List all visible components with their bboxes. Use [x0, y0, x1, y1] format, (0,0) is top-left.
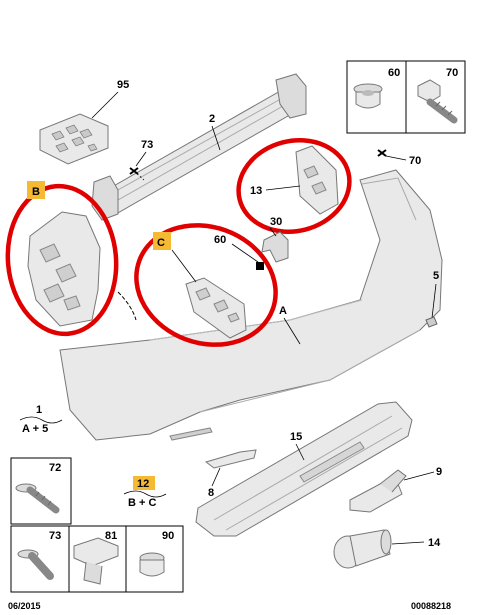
bracket-9 [349, 469, 407, 513]
callout-73: 73 [141, 139, 153, 151]
callout-13: 13 [250, 185, 262, 197]
fastener-72-label: 72 [49, 462, 61, 474]
nut-60-icon [353, 83, 383, 109]
highlight-ring-B [5, 183, 119, 337]
nut-90-box-icon [139, 552, 165, 577]
svg-text:B + C: B + C [128, 497, 156, 509]
part-5-icon [425, 316, 438, 328]
reinforcement-beam-2 [91, 73, 307, 221]
tag-C [153, 232, 171, 250]
callout-70: 70 [409, 155, 421, 167]
bracket-13 [295, 145, 339, 215]
screw-72-icon [15, 483, 60, 514]
callout-60: 60 [214, 234, 226, 246]
bumper-shell-A [59, 169, 443, 441]
callout-5: 5 [433, 270, 439, 282]
callout-30: 30 [270, 216, 282, 228]
highlight-ring-13 [236, 138, 352, 234]
highlight-ring-C [134, 223, 278, 347]
svg-text:A + 5: A + 5 [22, 423, 48, 435]
callout-14: 14 [428, 537, 441, 549]
bracket-B [27, 211, 101, 327]
clip-set-95 [39, 113, 109, 165]
fastener-73-label: 73 [49, 530, 61, 542]
callout-A: A [279, 305, 287, 317]
lower-guard-15 [195, 401, 413, 537]
group-12-label: 12 B + C [123, 476, 167, 509]
tag-B [27, 181, 45, 199]
nut-60-marker-icon [256, 262, 264, 270]
fastener-box-72: 72 [10, 457, 72, 525]
footer-ref: 00088218 [411, 601, 451, 611]
screw-70-icon [417, 79, 458, 124]
fastener-box-row2: 73 81 90 [10, 525, 184, 593]
bracket-C [185, 277, 247, 339]
svg-text:1: 1 [36, 404, 42, 416]
group-1-label: 1 A + 5 [19, 404, 63, 435]
fastener-60-label: 60 [388, 67, 400, 79]
sensor-14 [333, 529, 392, 569]
fastener-90-label: 90 [162, 530, 174, 542]
bracket-30 [261, 227, 289, 263]
svg-text:12: 12 [137, 478, 149, 490]
reflector-8 [204, 449, 257, 469]
clip-81-box-icon [73, 537, 119, 585]
fastener-box-top: 60 70 [346, 60, 466, 134]
callout-15: 15 [290, 431, 302, 443]
callout-2: 2 [209, 113, 215, 125]
fastener-70-label: 70 [446, 67, 458, 79]
tag-B-label: B [32, 186, 40, 198]
callout-95: 95 [117, 79, 129, 91]
callout-8: 8 [208, 487, 214, 499]
footer-date: 06/2015 [8, 601, 41, 611]
tag-C-label: C [157, 237, 165, 249]
clip-73-box-icon [17, 549, 54, 580]
clip-70-icon [377, 149, 387, 157]
fastener-81-label: 81 [105, 530, 117, 542]
callout-9: 9 [436, 466, 442, 478]
